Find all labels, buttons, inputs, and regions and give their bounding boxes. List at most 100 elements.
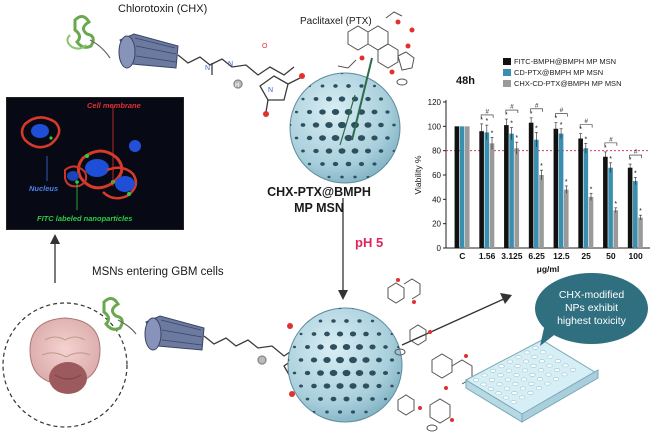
well: [553, 368, 561, 372]
well: [503, 386, 511, 391]
pore: [306, 135, 313, 141]
well: [532, 345, 539, 350]
significance-star: *: [535, 125, 538, 132]
pore: [376, 357, 382, 363]
chlorotoxin-label: Chlorotoxin (CHX): [118, 3, 208, 15]
bar: [534, 139, 539, 248]
pore: [362, 383, 370, 389]
chart-title: 48h: [456, 75, 475, 87]
bar: [563, 189, 569, 248]
legend-item-3: CHX-CD-PTX@BMPH MP MSN: [503, 79, 621, 88]
pore: [364, 122, 372, 128]
pore: [323, 383, 331, 389]
significance-star: *: [485, 118, 488, 125]
pore: [323, 357, 331, 363]
pore: [299, 384, 303, 388]
pore: [365, 96, 371, 102]
significance-star: *: [555, 116, 558, 123]
bar: [459, 126, 465, 248]
pore: [370, 319, 375, 323]
well: [529, 372, 536, 377]
significance-bracket: [480, 114, 494, 118]
pore: [317, 344, 324, 350]
x-tick-label: 50: [606, 251, 616, 261]
chlorotoxin-peptide-bottom-icon: [102, 297, 137, 335]
legend-label-3: CHX-CD-PTX@BMPH MP MSN: [514, 79, 622, 88]
well: [504, 377, 512, 382]
well: [502, 395, 510, 400]
pore: [320, 162, 325, 166]
significance-star: *: [590, 186, 593, 193]
significance-star: *: [579, 127, 582, 134]
well: [552, 377, 560, 381]
well: [505, 368, 513, 373]
pore: [333, 84, 338, 88]
bar: [528, 122, 534, 248]
well-plate-icon: [465, 339, 599, 423]
significance-bracket: [604, 142, 618, 146]
pore: [338, 96, 346, 102]
well: [481, 373, 488, 378]
significance-bracket: [505, 109, 519, 114]
pore: [325, 308, 329, 310]
well: [497, 373, 504, 378]
pore: [364, 410, 368, 414]
well: [569, 367, 577, 372]
significance-star: *: [639, 208, 642, 215]
pore: [294, 110, 299, 114]
svg-text:N: N: [228, 61, 233, 68]
pore: [340, 73, 344, 75]
well: [496, 382, 503, 387]
significance-star: *: [530, 111, 533, 118]
micrograph-cells-icon: [20, 106, 141, 210]
significance-bracket: [579, 124, 593, 128]
bar: [489, 143, 495, 248]
pore: [336, 331, 344, 337]
bar: [588, 196, 594, 248]
svg-text:O: O: [262, 43, 268, 50]
well: [545, 372, 552, 377]
paclitaxel-molecule-top-icon: [337, 11, 415, 86]
significance-hash: #: [485, 108, 489, 115]
significance-hash: #: [634, 149, 638, 156]
x-tick-label: 100: [629, 251, 643, 261]
pore: [331, 134, 340, 142]
significance-star: *: [629, 157, 632, 164]
pore: [294, 136, 299, 140]
ph-label: pH 5: [355, 235, 384, 250]
x-tick-label: C: [459, 251, 465, 261]
pore: [378, 149, 384, 153]
conclusion-line1: CHX-modified: [558, 289, 625, 301]
legend-item-2: CD-PTX@BMPH MP MSN: [503, 68, 603, 77]
pore: [397, 371, 400, 375]
pore: [340, 175, 344, 179]
pore: [326, 96, 332, 102]
well: [544, 381, 551, 386]
significance-hash: #: [510, 104, 514, 111]
significance-hash: #: [609, 136, 613, 143]
pore: [378, 97, 384, 101]
pore: [343, 396, 350, 402]
x-tick-label: 1.56: [479, 251, 496, 261]
significance-star: *: [560, 122, 563, 129]
bar: [627, 167, 633, 248]
well: [515, 355, 522, 359]
pore: [319, 135, 326, 141]
well: [537, 368, 545, 373]
pore: [369, 370, 376, 376]
pore: [392, 97, 396, 101]
pore: [337, 410, 343, 414]
well: [487, 386, 495, 391]
significance-bracket: [530, 108, 543, 112]
bar: [479, 131, 484, 248]
well: [535, 386, 543, 391]
pore: [336, 383, 344, 389]
pore: [338, 121, 346, 129]
pore: [369, 344, 376, 350]
pore: [346, 84, 351, 88]
x-tick-label: 12.5: [553, 251, 570, 261]
pore: [372, 162, 377, 166]
pore: [325, 410, 329, 414]
significance-star: *: [614, 201, 617, 208]
